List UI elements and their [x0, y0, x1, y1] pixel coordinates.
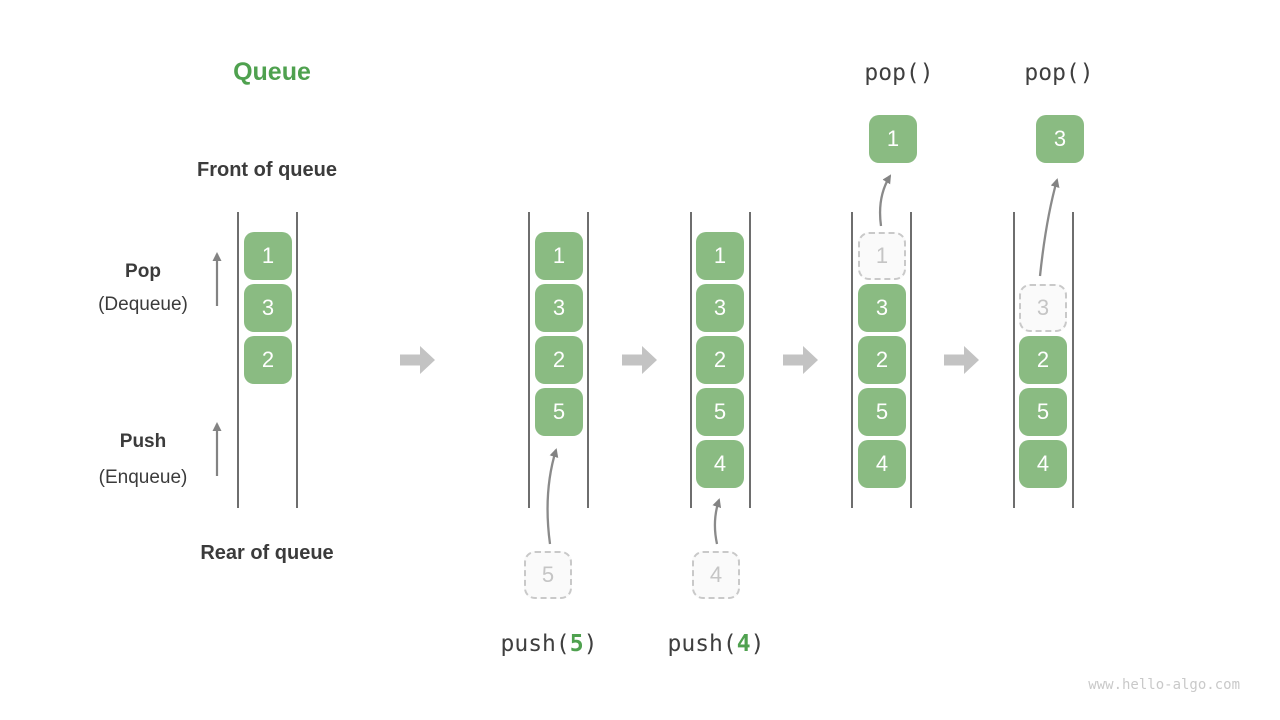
- code-text: push(: [667, 631, 737, 657]
- pop-label: Pop: [125, 261, 161, 282]
- queue-cell: 5: [535, 388, 583, 436]
- queue-cell: 4: [858, 440, 906, 488]
- queue-cell: 2: [244, 336, 292, 384]
- queue-cell: 1: [244, 232, 292, 280]
- diagram-title: Queue: [233, 58, 311, 86]
- flow-arrow-icon: [783, 346, 818, 374]
- front-of-queue-label: Front of queue: [197, 159, 337, 181]
- push-operation-label: push(5): [469, 631, 629, 657]
- queue-container-4: [851, 212, 912, 508]
- queue-cell: 2: [1019, 336, 1067, 384]
- queue-cell: 1: [535, 232, 583, 280]
- flow-arrow-icon: [622, 346, 657, 374]
- staged-cell: 5: [524, 551, 572, 599]
- queue-cell: 5: [1019, 388, 1067, 436]
- queue-cell: 4: [696, 440, 744, 488]
- push-operation-label: push(4): [636, 631, 796, 657]
- pop-operation-label: pop(): [864, 60, 934, 86]
- staged-cell: 4: [692, 551, 740, 599]
- queue-container-2: [528, 212, 589, 508]
- queue-cell: 5: [696, 388, 744, 436]
- queue-cell: 2: [535, 336, 583, 384]
- queue-cell: 3: [535, 284, 583, 332]
- code-text: push(: [500, 631, 570, 657]
- queue-container-3: [690, 212, 751, 508]
- removed-cell-placeholder: 3: [1019, 284, 1067, 332]
- code-arg: 5: [569, 631, 584, 657]
- queue-container-5: [1013, 212, 1074, 508]
- queue-cell: 2: [696, 336, 744, 384]
- queue-cell: 3: [696, 284, 744, 332]
- dequeue-sublabel: (Dequeue): [98, 294, 188, 315]
- rear-of-queue-label: Rear of queue: [200, 542, 334, 564]
- flow-arrow-icon: [944, 346, 979, 374]
- popped-cell: 1: [869, 115, 917, 163]
- queue-cell: 4: [1019, 440, 1067, 488]
- watermark: www.hello-algo.com: [1088, 677, 1240, 693]
- code-text: ): [583, 631, 598, 657]
- queue-container-1: [237, 212, 298, 508]
- queue-cell: 2: [858, 336, 906, 384]
- push-label: Push: [119, 431, 167, 452]
- code-arg: 4: [736, 631, 751, 657]
- queue-cell: 3: [244, 284, 292, 332]
- queue-cell: 5: [858, 388, 906, 436]
- enqueue-sublabel: (Enqueue): [98, 467, 188, 488]
- popped-cell: 3: [1036, 115, 1084, 163]
- flow-arrow-icon: [400, 346, 435, 374]
- code-text: ): [750, 631, 765, 657]
- queue-cell: 3: [858, 284, 906, 332]
- queue-cell: 1: [696, 232, 744, 280]
- pop-operation-label: pop(): [1024, 60, 1094, 86]
- removed-cell-placeholder: 1: [858, 232, 906, 280]
